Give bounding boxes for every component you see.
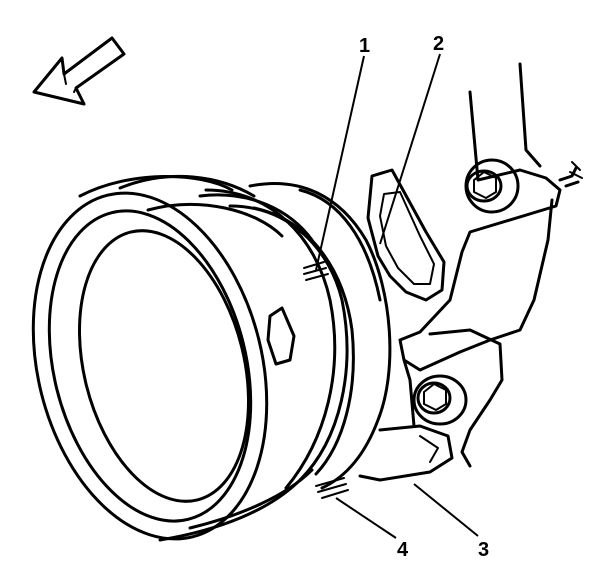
callout-2: 2 — [433, 33, 444, 55]
callout-1: 1 — [359, 35, 370, 57]
lower-bolt — [412, 374, 468, 426]
leader-line-2 — [379, 53, 441, 245]
leader-lines — [315, 53, 479, 539]
mounting-bracket — [398, 62, 583, 468]
pump-housing — [248, 181, 392, 490]
leader-line-1 — [315, 55, 365, 271]
callout-4: 4 — [397, 539, 409, 561]
arrow-left-icon — [32, 36, 126, 106]
bracket-lower-arm — [358, 358, 454, 482]
callout-3: 3 — [478, 539, 489, 561]
gasket-plate — [366, 168, 446, 302]
upper-bolt — [464, 158, 520, 214]
leader-line-3 — [413, 483, 479, 537]
leader-line-4 — [335, 497, 397, 539]
pulley — [31, 174, 355, 542]
